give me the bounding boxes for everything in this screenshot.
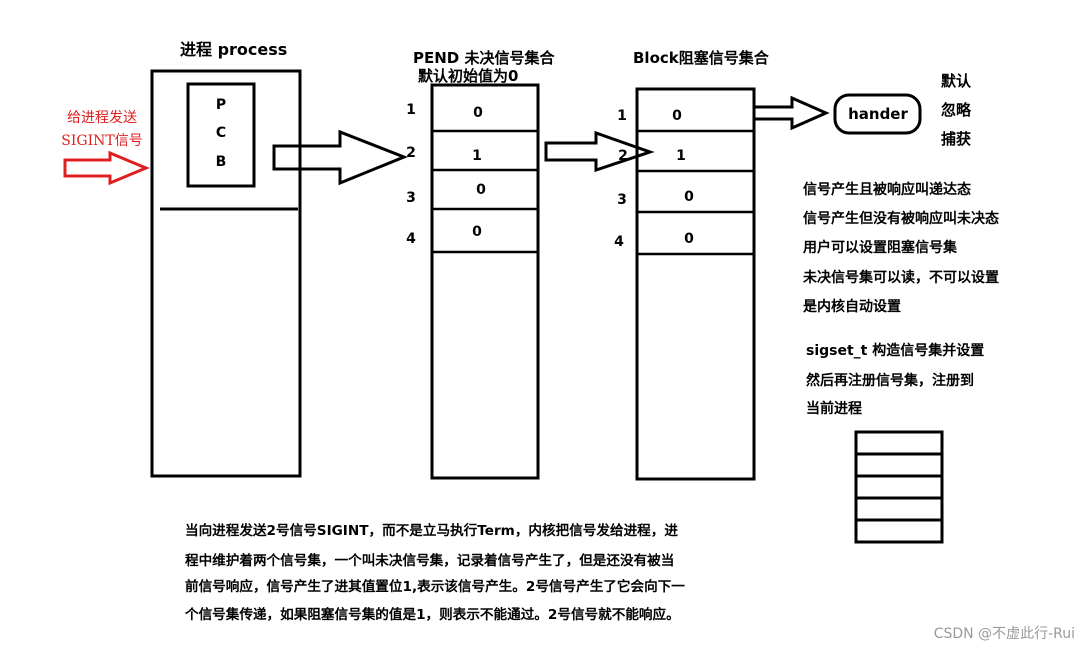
arrow-block-to-handler [752, 95, 830, 131]
block-value-1: 0 [672, 108, 682, 124]
note-3: 用户可以设置阻塞信号集 [803, 239, 958, 256]
note-sigset-2: 然后再注册信号集，注册到 [806, 372, 974, 389]
sender-line2: SIGINT信号 [61, 133, 142, 149]
process-title: 进程 process [180, 40, 287, 59]
arrow-pend-to-block [544, 130, 655, 173]
pend-value-4: 0 [472, 224, 482, 240]
handler-option-default: 默认 [941, 72, 972, 90]
block-value-4: 0 [684, 231, 694, 247]
block-index-4: 4 [614, 234, 624, 250]
bottom-line-2: 程中维护着两个信号集，一个叫未决信号集，记录着信号产生了，但是还没有被当 [185, 552, 674, 569]
pcb-letter-b: B [216, 154, 227, 170]
sigint-arrow [63, 150, 150, 186]
pcb-letter-c: C [216, 125, 226, 141]
pend-index-3: 3 [406, 190, 416, 206]
note-sigset-3: 当前进程 [806, 400, 862, 417]
block-index-1: 1 [617, 108, 627, 124]
block-value-3: 0 [684, 189, 694, 205]
pend-value-2: 1 [472, 148, 482, 164]
handler-option-catch: 捕获 [941, 130, 971, 148]
arrow-process-to-pend [272, 129, 409, 186]
block-value-2: 1 [676, 148, 686, 164]
pend-title: PEND 未决信号集合 [413, 49, 555, 67]
handler-label: hander [848, 105, 908, 123]
note-sigset-1: sigset_t 构造信号集并设置 [806, 342, 984, 359]
pend-value-1: 0 [473, 105, 483, 121]
block-box [635, 87, 756, 481]
bottom-line-1: 当向进程发送2号信号SIGINT，而不是立马执行Term，内核把信号发给进程，进 [185, 522, 678, 539]
note-1: 信号产生且被响应叫递达态 [803, 181, 971, 198]
pcb-letter-p: P [216, 97, 226, 113]
bottom-line-4: 个信号集传递，如果阻塞信号集的值是1，则表示不能通过。2号信号就不能响应。 [184, 606, 680, 623]
note-2: 信号产生但没有被响应叫未决态 [803, 210, 999, 227]
pend-index-1: 1 [406, 102, 416, 118]
process-box [150, 69, 302, 478]
signal-set-stack [854, 430, 944, 544]
bottom-line-3: 前信号响应，信号产生了进其值置位1,表示该信号产生。2号信号产生了它会向下一 [185, 578, 685, 595]
note-4: 未决信号集可以读，不可以设置 [803, 269, 999, 286]
pcb-box [186, 82, 256, 188]
block-title: Block阻塞信号集合 [633, 49, 770, 67]
handler-box [833, 93, 922, 135]
pend-value-3: 0 [476, 182, 486, 198]
block-index-2: 2 [618, 148, 628, 164]
pend-index-4: 4 [406, 231, 416, 247]
csdn-watermark: CSDN @不虚此行-Rui [934, 626, 1075, 642]
pend-subtitle: 默认初始值为0 [418, 67, 518, 85]
pend-box [430, 83, 540, 480]
pend-index-2: 2 [406, 145, 416, 161]
sender-line1: 给进程发送 [67, 110, 137, 126]
handler-option-ignore: 忽略 [941, 101, 972, 119]
block-index-3: 3 [617, 192, 627, 208]
note-5: 是内核自动设置 [803, 298, 901, 315]
